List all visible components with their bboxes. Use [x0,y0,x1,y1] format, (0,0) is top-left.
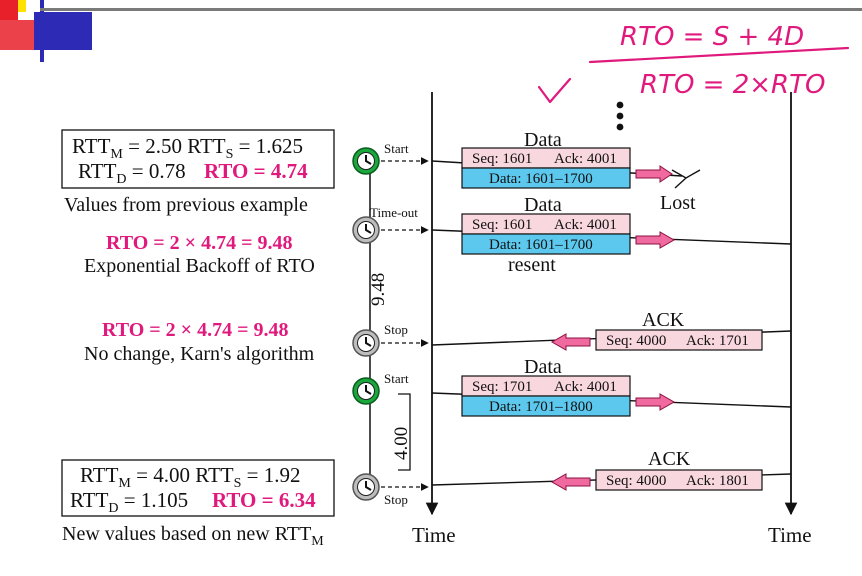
segment-ack: Ack: 1801 [686,473,749,489]
resent-label: resent [508,254,556,276]
rtt-m-line: RTTM = 2.50 RTTS = 1.625 [72,134,303,162]
ack-arrow-icon [550,473,591,491]
segment-title: ACK [648,448,691,470]
segment-data: Data: 1701–1800 [489,399,593,415]
note-previous-values: Values from previous example [64,194,308,216]
segment-data: Data: 1601–1700 [489,237,593,253]
ellipsis-dot [616,112,624,120]
handwritten-divider [588,46,850,64]
lost-label: Lost [660,192,696,214]
interval-bracket [398,393,411,471]
segment-seq: Seq: 1601 [472,217,532,233]
note-new-values: New values based on new RTTM [62,523,324,549]
handwritten-notes: RTO = S + 4D RTO = 2×RTO [537,22,850,131]
data-segment-resent: Data Seq: 1601 Ack: 4001 Data: 1601–1700… [461,194,676,276]
right-time-label: Time [768,523,812,547]
segment-title: Data [524,129,562,151]
interval-label-9-48: 9.48 [368,273,389,306]
clock-icon [352,216,380,244]
clock-icon [352,329,380,357]
interval-label-4-00: 4.00 [391,427,412,460]
ack-arrow-icon [550,333,591,351]
segment-ack: Ack: 4001 [554,217,617,233]
clock-icon [352,473,380,501]
rtt-d-line-new: RTTD = 1.105 [70,488,188,516]
segment-title: Data [524,356,562,378]
data-segment-3: Data Seq: 1701 Ack: 4001 Data: 1701–1800 [461,356,676,417]
rtt-d-line: RTTD = 0.78 [78,159,186,187]
segment-data: Data: 1601–1700 [489,171,593,187]
ellipsis-dot [616,123,624,131]
segment-title: Data [524,194,562,216]
rto-value-1: RTO = 4.74 [204,159,308,183]
send-arrow-icon [635,165,673,183]
rto-karn-value: RTO = 2 × 4.74 = 9.48 [102,319,288,341]
segment-ack: Ack: 4001 [554,379,617,395]
clock-icon [352,147,380,175]
timer-start-label: Start [384,371,409,386]
rto-backoff-value: RTO = 2 × 4.74 = 9.48 [106,232,292,254]
timer-stop-label: Stop [384,322,408,337]
corner-logo [0,0,862,62]
timer-stop-label: Stop [384,492,408,507]
left-time-label: Time [412,523,456,547]
values-box-new: RTTM = 4.00 RTTS = 1.92 RTTD = 1.105 RTO… [61,459,335,517]
send-arrow-icon [635,231,676,249]
segment-seq: Seq: 4000 [606,473,666,489]
data-segment-lost: Data Seq: 1601 Ack: 4001 Data: 1601–1700… [461,129,696,214]
check-mark-icon [537,77,572,104]
clock-icon [352,377,380,405]
dashed-pointers [381,157,429,491]
rto-value-new: RTO = 6.34 [212,488,316,512]
handwritten-formula-1: RTO = S + 4D [620,22,804,52]
segment-seq: Seq: 1701 [472,379,532,395]
ellipsis-dot [616,101,624,109]
segment-seq: Seq: 4000 [606,333,666,349]
rtt-m-line-new: RTTM = 4.00 RTTS = 1.92 [80,463,301,491]
note-karn: No change, Karn's algorithm [84,343,315,365]
note-exponential-backoff: Exponential Backoff of RTO [84,255,315,277]
send-arrow-icon [635,393,676,411]
segment-seq: Seq: 1601 [472,151,532,167]
timer-start-label: Start [384,141,409,156]
segment-ack: Ack: 4001 [554,151,617,167]
timer-timeout-label: Time-out [370,205,418,220]
ack-segment-2: ACK Seq: 4000 Ack: 1801 [550,448,763,491]
ack-segment-1: ACK Seq: 4000 Ack: 1701 [550,309,763,351]
values-box-previous: RTTM = 2.50 RTTS = 1.625 RTTD = 0.78 RTO… [61,129,335,189]
transmission-lines [431,160,792,486]
segment-title: ACK [642,309,685,331]
handwritten-formula-2: RTO = 2×RTO [640,70,825,100]
segment-ack: Ack: 1701 [686,333,749,349]
